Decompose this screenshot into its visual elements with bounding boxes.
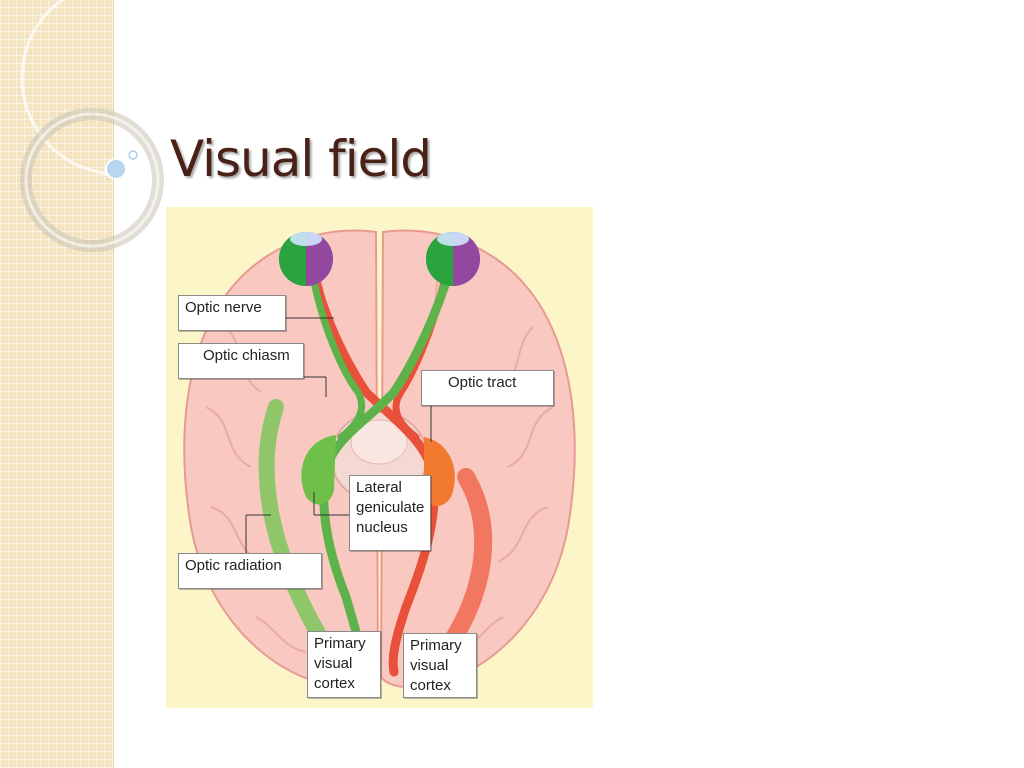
label-optic-tract-text: Optic tract (448, 374, 517, 391)
small-ring-icon (128, 150, 138, 160)
left-lgn (301, 435, 336, 505)
label-optic-nerve: Optic nerve (178, 295, 286, 331)
label-lgn-text: Lateral geniculate nucleus (356, 479, 425, 536)
label-optic-chiasm-text: Optic chiasm (203, 347, 290, 364)
decorative-rings (20, 0, 200, 252)
bullet-dot-icon (105, 158, 127, 180)
left-eye-icon (279, 232, 333, 286)
label-optic-tract: Optic tract (421, 370, 554, 406)
label-optic-radiation: Optic radiation (178, 553, 322, 589)
label-pvc-right-text: Primary visual cortex (410, 637, 462, 694)
label-pvc-left-text: Primary visual cortex (314, 635, 366, 692)
right-eye-icon (426, 232, 480, 286)
slide-title: Visual field (170, 130, 432, 188)
right-lgn (424, 437, 455, 507)
label-lateral-geniculate-nucleus: Lateral geniculate nucleus (349, 475, 431, 551)
visual-pathway-diagram: Optic nerve Optic chiasm Optic tract Lat… (166, 207, 593, 708)
label-optic-radiation-text: Optic radiation (185, 557, 282, 574)
label-optic-chiasm: Optic chiasm (178, 343, 304, 379)
label-optic-nerve-text: Optic nerve (185, 299, 262, 316)
label-primary-visual-cortex-right: Primary visual cortex (403, 633, 477, 698)
leader-lines (245, 317, 432, 554)
label-primary-visual-cortex-left: Primary visual cortex (307, 631, 381, 698)
